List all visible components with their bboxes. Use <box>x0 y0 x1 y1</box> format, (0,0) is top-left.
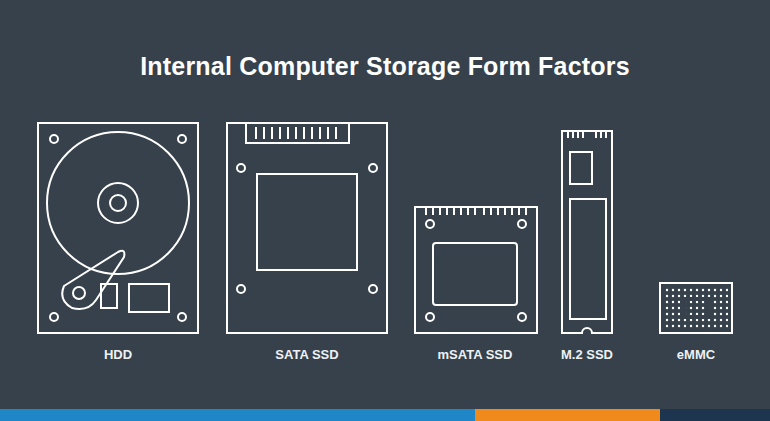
color-bar <box>0 409 475 421</box>
hdd-body <box>38 123 198 333</box>
m2-ssd-body <box>562 131 612 333</box>
emmc-chip <box>660 283 732 333</box>
form-factor-label: HDD <box>104 347 132 362</box>
form-factor-label: SATA SSD <box>275 347 338 362</box>
form-factor-label: eMMC <box>677 347 715 362</box>
form-factor-label: mSATA SSD <box>438 347 513 362</box>
form-factor-label: M.2 SSD <box>561 347 613 362</box>
hdd-arm <box>62 251 124 309</box>
title: Internal Computer Storage Form Factors <box>0 52 770 81</box>
msata-ssd-body <box>415 207 537 333</box>
sata-ssd-body <box>227 123 387 333</box>
